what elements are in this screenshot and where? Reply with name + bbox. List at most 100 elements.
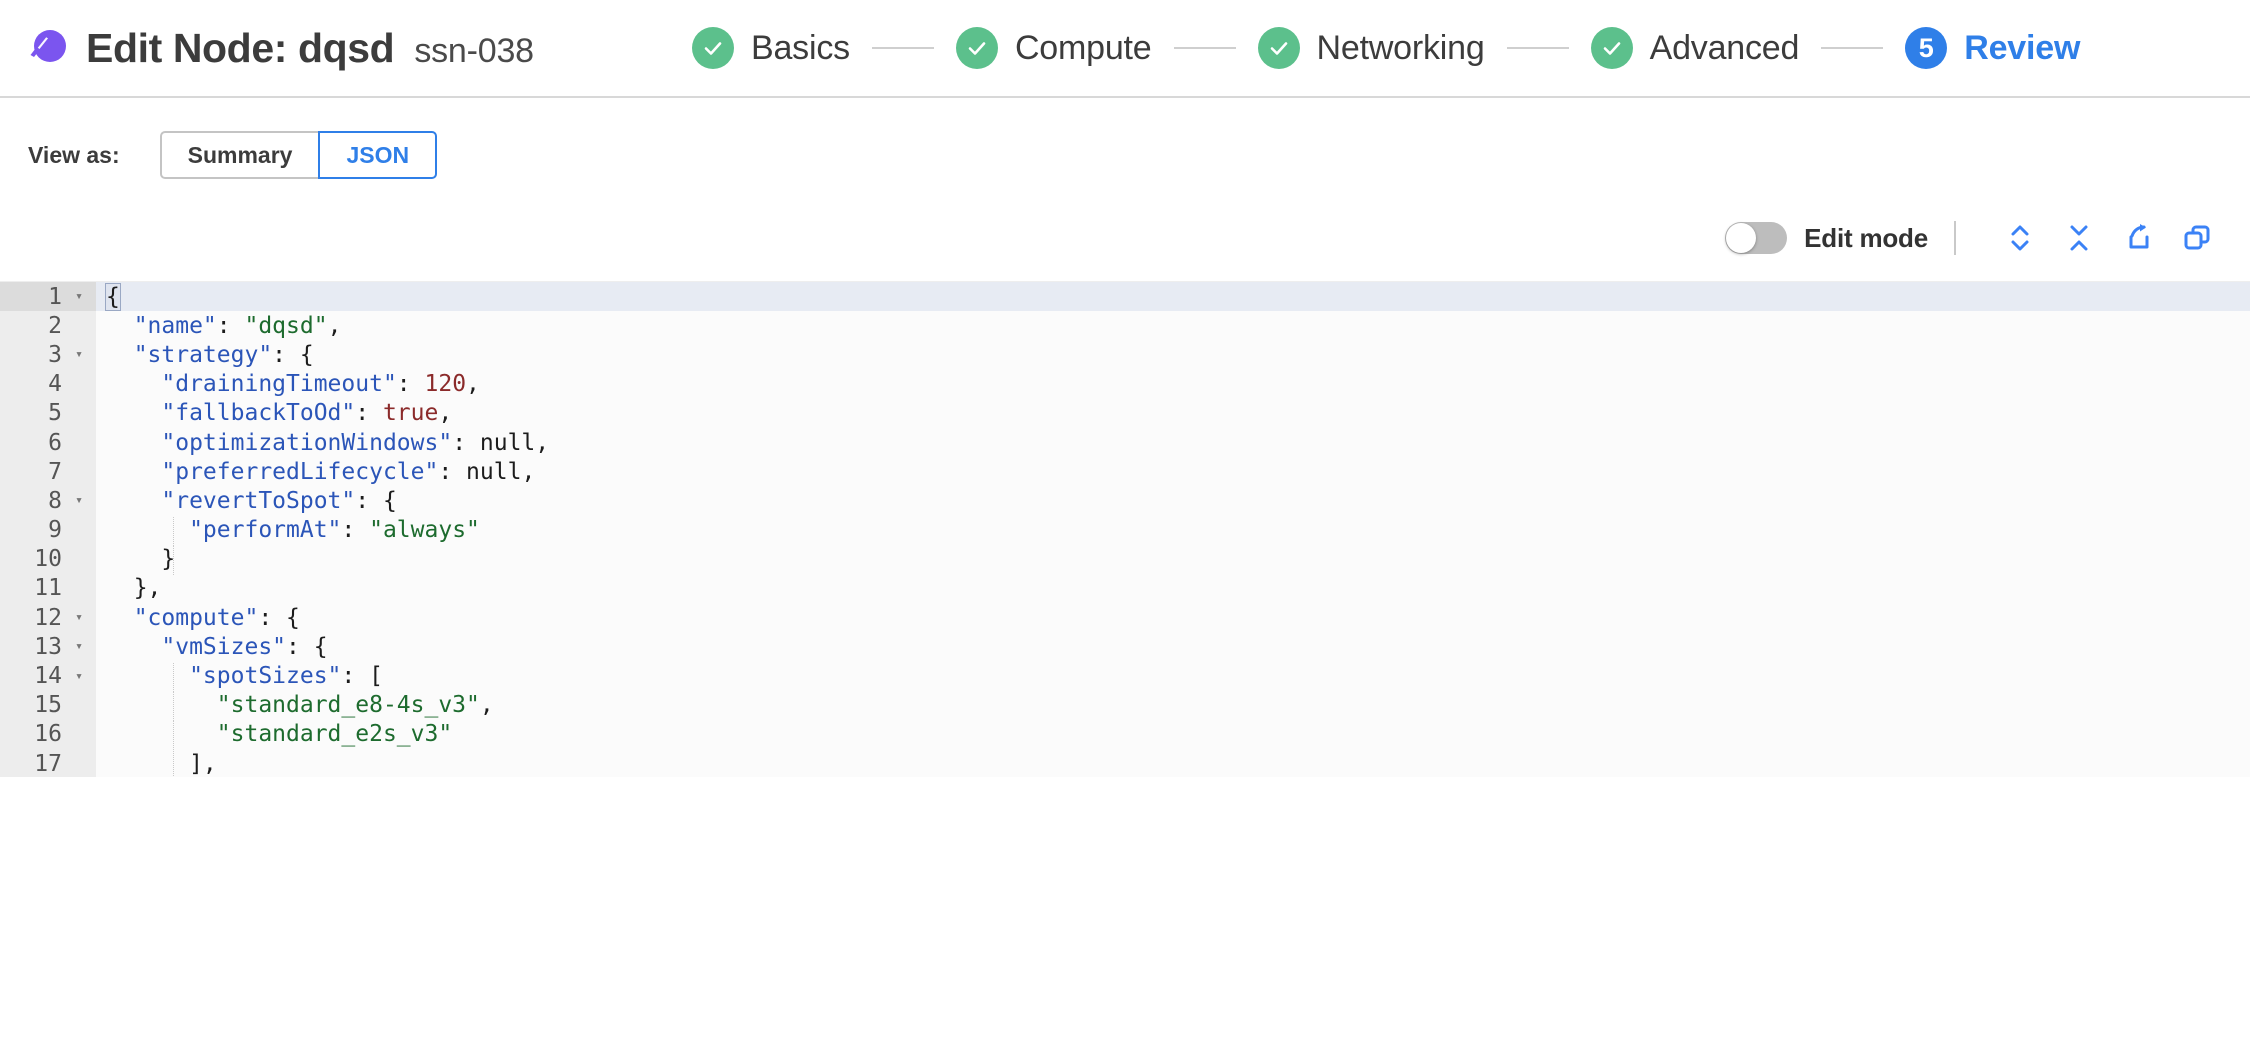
code-token: "revertToSpot" [106,487,356,514]
code-token: 120 [424,371,467,398]
indent-guide [173,663,174,693]
view-as-label: View as: [28,141,120,168]
code-line-text: "spotSizes": [ [96,663,383,693]
line-number-gutter: 15 [0,690,96,720]
step-advanced-label: Advanced [1649,28,1800,67]
line-number-gutter: 11 [0,573,96,604]
code-token: "standard_e8-4s_v3" [106,692,480,719]
code-line-text: "standard_e8-4s_v3", [96,692,494,722]
line-number-gutter: 3▾ [0,340,96,370]
code-line[interactable]: 7 "preferredLifecycle": null, [0,457,2250,487]
code-token: "dqsd" [244,312,328,339]
line-number: 4 [48,371,62,398]
code-line[interactable]: 8 ▾ "revertToSpot": { [0,486,2250,516]
fold-toggle-icon[interactable]: ▾ [75,493,83,509]
code-line[interactable]: 15 "standard_e8-4s_v3", [0,690,2250,722]
editor-toolbar: Edit mode [0,215,2250,261]
line-number-gutter: 2 [0,311,96,341]
code-line[interactable]: 9 "performAt": "always" [0,515,2250,547]
view-as-summary-button[interactable]: Summary [159,131,319,179]
code-token: : { [355,487,397,514]
code-token: : { [272,341,314,368]
line-number-gutter: 1▾ [0,282,96,312]
fold-toggle-icon[interactable]: ▾ [75,668,83,684]
code-line-text: ], [96,750,217,777]
step-basics-check-icon [692,27,734,69]
step-connector-2 [1173,47,1236,49]
code-token: , [479,692,494,719]
step-connector-1 [871,47,934,49]
code-token: "vmSizes" [106,633,287,660]
copy-icon[interactable] [2176,217,2218,259]
code-line-text: "vmSizes": { [96,633,327,660]
code-token: null [466,458,522,485]
edit-mode-toggle[interactable] [1725,222,1788,254]
code-line[interactable]: 6 "optimizationWindows": null, [0,427,2250,458]
line-number-gutter: 17 [0,749,96,777]
code-line[interactable]: 2 "name": "dqsd", [0,311,2250,341]
export-icon[interactable] [2117,217,2159,259]
indent-guide [173,692,174,722]
view-as-json-button[interactable]: JSON [318,131,438,179]
step-compute-label: Compute [1014,28,1152,67]
code-line[interactable]: 3▾ "strategy": { [0,340,2250,370]
code-line[interactable]: 13▾ "vmSizes": { [0,632,2250,662]
step-networking-label: Networking [1316,28,1485,67]
line-number: 1 [48,283,62,310]
line-number: 14 [34,663,62,690]
code-line[interactable]: 11 }, [0,573,2250,604]
code-line[interactable]: 5 "fallbackToOd": true, [0,398,2250,428]
code-token: "compute" [106,604,259,631]
code-token: , [521,458,536,485]
step-review-number-badge: 5 [1905,27,1948,69]
code-token: { [105,282,121,311]
step-networking[interactable]: Networking [1257,27,1485,69]
indent-guide [173,517,174,547]
line-number: 17 [34,750,62,777]
code-token: ], [106,750,217,777]
code-line[interactable]: 4 "drainingTimeout": 120, [0,369,2250,399]
step-review-number: 5 [1918,32,1934,63]
fold-toggle-icon[interactable]: ▾ [75,289,83,305]
json-editor[interactable]: 1▾{2 "name": "dqsd",3▾ "strategy": {4 "d… [0,281,2250,777]
code-line[interactable]: 17 ], [0,749,2250,777]
line-number-gutter: 5 [0,398,96,428]
step-compute[interactable]: Compute [955,27,1152,69]
code-line[interactable]: 12▾ "compute": { [0,603,2250,633]
line-number: 3 [48,341,62,368]
fold-toggle-icon[interactable]: ▾ [75,610,83,626]
fold-toggle-icon[interactable]: ▾ [75,639,83,655]
code-line[interactable]: 10 } [0,544,2250,576]
line-number: 10 [34,546,62,573]
code-line[interactable]: 16 "standard_e2s_v3" [0,719,2250,751]
edit-mode-toggle-knob [1726,223,1757,253]
code-line-text: "performAt": "always" [96,517,480,547]
code-line[interactable]: 14 ▾ "spotSizes": [ [0,661,2250,693]
code-token: null [479,429,536,456]
step-basics[interactable]: Basics [692,27,850,69]
view-as-row: View as: Summary JSON [0,131,2250,179]
code-token: , [535,429,550,456]
expand-all-icon[interactable] [1999,217,2041,259]
step-advanced-check-icon [1590,27,1633,69]
code-line-text: }, [96,575,162,601]
step-basics-label: Basics [751,28,850,67]
line-number-gutter: 16 [0,719,96,749]
fold-toggle-icon[interactable]: ▾ [75,347,83,363]
code-line-text: "revertToSpot": { [96,487,397,514]
step-advanced[interactable]: Advanced [1590,27,1800,69]
line-number-gutter: 6 [0,427,96,458]
toolbar-divider [1954,221,1956,255]
line-number: 7 [48,458,62,485]
code-token: "performAt" [106,517,342,544]
collapse-all-icon[interactable] [2058,217,2100,259]
line-number-gutter: 9 [0,515,96,545]
line-number: 5 [48,400,62,427]
code-line[interactable]: 1▾{ [0,282,2250,312]
page-title-main: Edit Node: dqsd [86,24,395,71]
line-number-gutter: 4 [0,369,96,399]
step-review[interactable]: 5 Review [1905,27,2080,69]
line-number: 8 [48,487,62,514]
code-line-text: "preferredLifecycle": null, [96,459,535,485]
code-token: : [ [341,663,383,690]
